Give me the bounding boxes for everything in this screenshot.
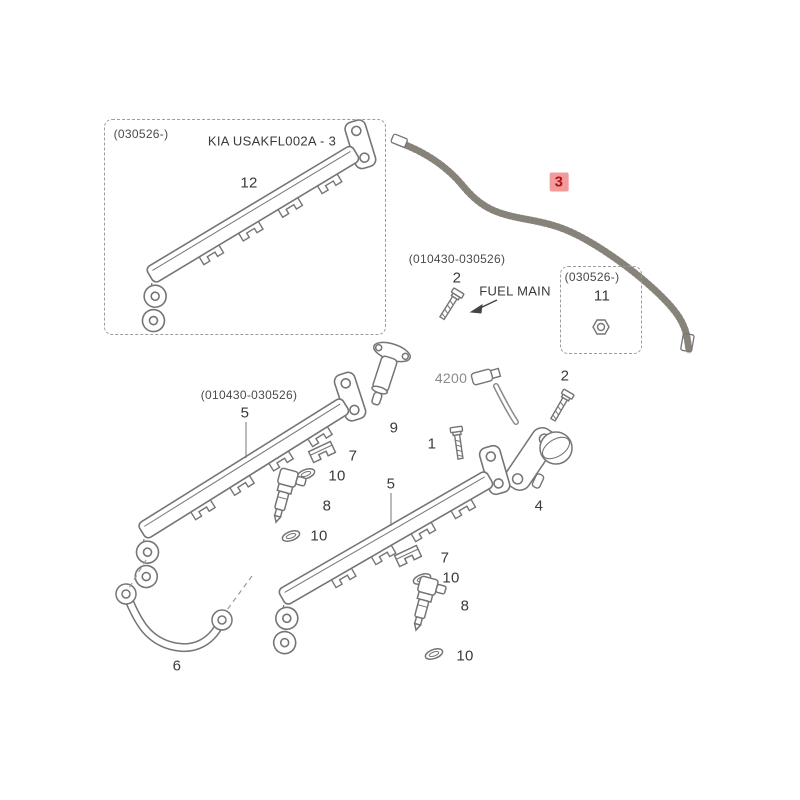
variant-box-rail12 <box>104 119 386 335</box>
part-label-2-top: 2 <box>452 269 462 287</box>
code-label-4200: 4200 <box>434 370 468 386</box>
fuel-main-label: FUEL MAIN <box>479 283 551 299</box>
fuel-hose-3-drawing <box>390 133 695 354</box>
part-label-11: 11 <box>593 287 611 305</box>
damper-9-drawing <box>371 341 411 406</box>
variant-range-nut11: (030526-) <box>564 270 620 284</box>
injector-8-mid-drawing <box>266 466 309 528</box>
part-label-5-bottom: 5 <box>386 475 396 493</box>
part-label-7-mid: 7 <box>348 447 358 465</box>
part-label-7-bottom: 7 <box>440 549 450 567</box>
clip-7-mid-drawing <box>307 440 337 464</box>
fuel-rail-5-bottom-drawing <box>239 438 538 659</box>
part-label-8-mid: 8 <box>322 497 332 515</box>
part-label-5-mid: 5 <box>240 404 250 422</box>
assembly-leader-lines <box>128 559 253 611</box>
variant-range-mid: (010430-030526) <box>200 388 298 402</box>
part-label-9: 9 <box>389 419 399 437</box>
oring-10-mid-bottom-drawing <box>280 527 302 545</box>
bolt-1-drawing <box>449 425 468 461</box>
fuel-pipe-6-drawing <box>115 583 233 652</box>
part-label-12: 12 <box>240 174 258 192</box>
pressure-regulator-4-drawing <box>504 427 573 491</box>
bolt-2-right-drawing <box>547 388 575 424</box>
variant-range-top: (010430-030526) <box>408 252 506 266</box>
variant-range-rail12: (030526-) <box>113 127 169 141</box>
clip-7-bottom-drawing <box>393 544 423 568</box>
part-label-6: 6 <box>172 657 182 675</box>
variant-box-nut11 <box>560 266 642 354</box>
fuel-rail-5-mid-drawing <box>98 365 394 593</box>
part-label-3-highlighted[interactable]: 3 <box>549 172 569 192</box>
diagram-title: KIA USAKFL002A - 3 <box>207 133 337 149</box>
oring-10-bottom-bottom-drawing <box>423 645 445 663</box>
part-label-10-bottom-bottom: 10 <box>456 647 474 665</box>
part-label-10-bottom-top: 10 <box>442 569 460 587</box>
part-label-10-mid-bottom: 10 <box>310 527 328 545</box>
part-label-2-right: 2 <box>560 367 570 385</box>
fuel-main-arrow <box>469 299 498 314</box>
part-label-4: 4 <box>534 497 544 515</box>
bolt-2-top-drawing <box>436 287 465 323</box>
part-label-8-bottom: 8 <box>460 597 470 615</box>
part-label-1: 1 <box>427 435 437 453</box>
connector-4200-drawing <box>470 367 519 425</box>
part-label-10-mid-top: 10 <box>328 467 346 485</box>
